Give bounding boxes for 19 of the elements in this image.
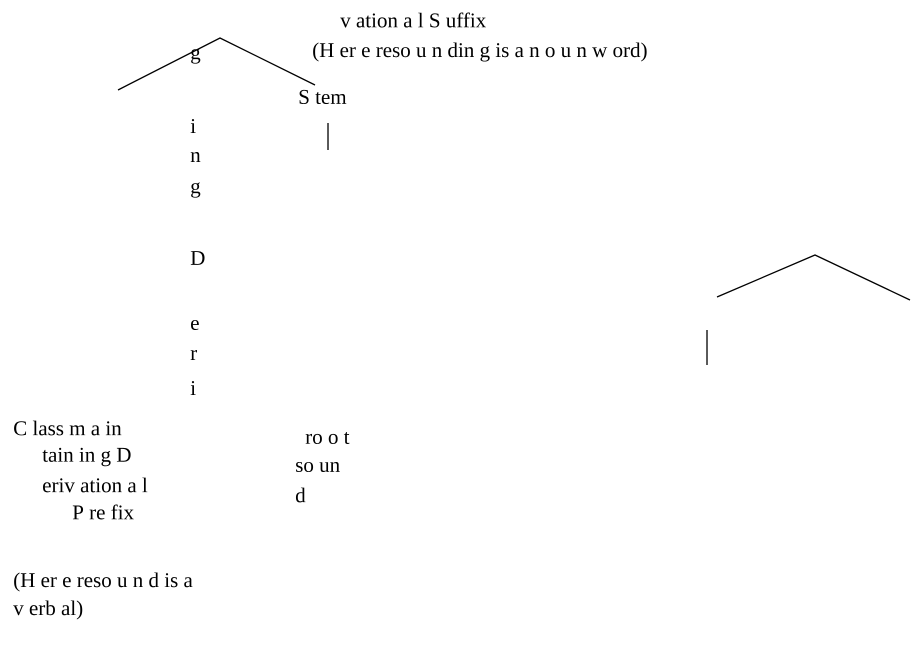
- label-text: eriv ation a l: [43, 478, 148, 492]
- label-text: (H er e reso u n d is a: [14, 572, 193, 592]
- label-text: v ation a l S uffix: [340, 12, 486, 28]
- label-text: i: [190, 119, 196, 133]
- label-text: (H er e reso u n din g is a n o u n w ord): [313, 42, 647, 62]
- label-text: P re fix: [72, 504, 134, 520]
- label-text: S tem: [300, 90, 346, 104]
- label-text: g: [191, 182, 200, 198]
- label-text: ro o t: [306, 432, 350, 444]
- label-text: n: [190, 152, 200, 162]
- label-text: tain in g D: [42, 448, 131, 466]
- label-text: D: [190, 251, 205, 265]
- label-text: r: [190, 350, 198, 360]
- label-text: i: [190, 381, 196, 395]
- label-text: v erb al): [13, 600, 82, 620]
- label-text: so un: [296, 462, 340, 472]
- label-text: d: [296, 488, 306, 502]
- label-text: C lass m a in: [14, 420, 122, 436]
- label-text: e: [191, 320, 199, 330]
